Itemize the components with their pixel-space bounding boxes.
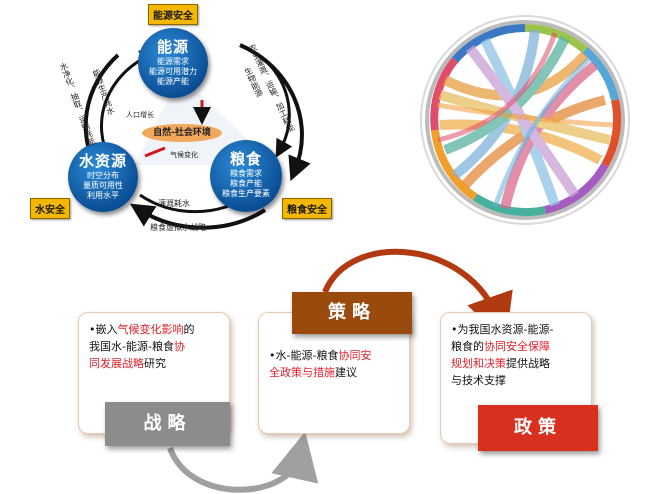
text-run: 建议 [335,366,357,379]
text-run: 研究 [144,357,166,370]
water-security-tag: 水安全 [30,198,70,219]
energy-line: 能源可用潜力 [149,67,197,76]
text-run-highlight: 协同安 [338,349,372,362]
text-run-highlight: 规划和决策 [451,357,506,370]
text-run: 与技术支撑 [451,374,506,387]
text-run: 粮食的 [451,340,484,353]
policy-label: 政策 [478,405,598,451]
text-run-highlight: 协 [173,340,185,353]
flow-bottom-outer: 粮食虚拟水战略 [150,223,206,232]
environment-label: 自然-社会环境 [142,124,222,142]
water-title: 水资源 [78,152,127,170]
nexus-diagram: 能源安全 水安全 粮食安全 能源 能源需求 能源可用潜力 能源产能 水资源 时空… [30,0,350,240]
strategy-label: 战略 [105,402,230,446]
food-line: 粮食生产要素 [222,189,270,198]
energy-line: 能源产能 [157,77,189,86]
text-run-highlight: 协同安全保障 [484,340,550,353]
tactics-label: 策略 [292,292,412,334]
food-line: 粮食需求 [230,169,262,178]
population-label: 人口增长 [126,111,154,119]
energy-title: 能源 [156,38,189,56]
text-run-highlight: 气候变化影响 [117,323,184,336]
policy-text: •为我国水资源-能源- 粮食的协同安全保障 规划和决策提供战略 与技术支撑 [451,323,554,387]
chord-diagram [410,2,640,242]
text-run-highlight: 全政策与措施 [269,366,335,379]
chord-svg [420,15,630,225]
energy-line: 能源需求 [157,57,189,66]
text-run: 为我国水资源-能源- [457,323,554,336]
water-line: 时空分布 [87,171,119,180]
text-run: 我国水-能源-粮食 [89,340,174,353]
energy-node: 能源 能源需求 能源可用潜力 能源产能 [138,28,208,98]
food-security-tag: 粮食安全 [282,198,332,219]
strategy-text: •嵌入气候变化影响的 我国水-能源-粮食协 同发展战略研究 [89,323,195,370]
water-node: 水资源 时空分布 量质可用性 利用水平 [68,142,138,212]
text-run: 的 [183,323,195,336]
energy-security-tag: 能源安全 [148,4,198,25]
water-line: 量质可用性 [83,181,123,190]
food-node: 粮食 粮食需求 粮食产能 粮食生产要素 [210,140,282,212]
text-run-highlight: 同发展战略 [89,357,144,370]
climate-label: 气候变化 [170,151,198,159]
food-title: 粮食 [229,150,262,168]
text-run: 提供战略 [506,357,550,370]
tactics-text: •水-能源-粮食协同安 全政策与措施建议 [269,349,372,379]
text-run: 嵌入 [95,323,118,336]
flow-bottom-inner: 灌溉耗水 [158,199,190,208]
food-line: 粮食产能 [230,179,262,188]
water-line: 利用水平 [87,191,119,200]
text-run: 水-能源-粮食 [275,349,339,362]
